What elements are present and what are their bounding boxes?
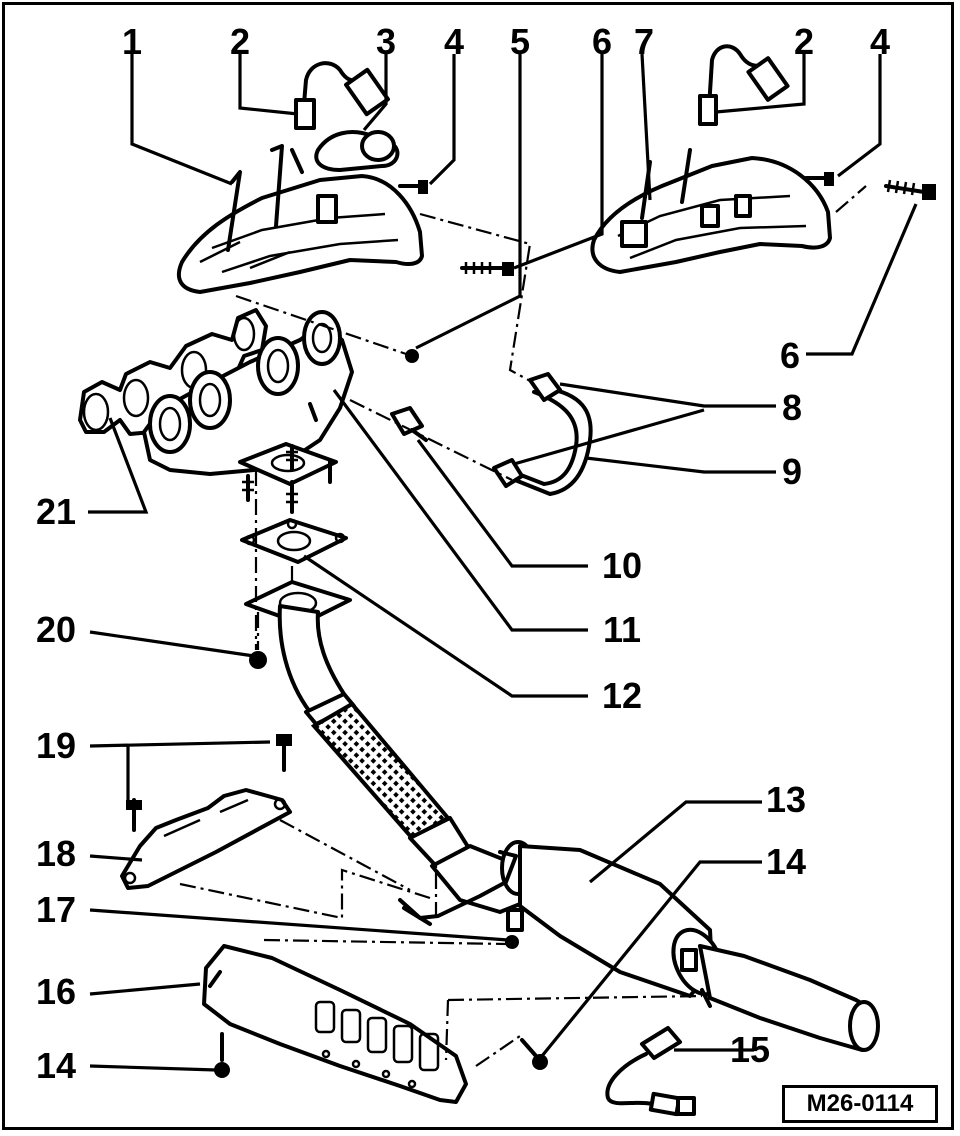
callout-11: 11 <box>603 609 641 650</box>
callout-12: 12 <box>602 675 642 716</box>
callout-13: 13 <box>766 779 806 820</box>
callout-4: 4 <box>444 21 464 62</box>
callout-8: 8 <box>782 387 802 428</box>
catalytic-converter <box>506 844 880 1052</box>
oxygen-sensor-left <box>294 61 400 172</box>
callout-18: 18 <box>36 833 76 874</box>
callout-21: 21 <box>36 491 76 532</box>
heat-shield-left <box>176 144 424 294</box>
assembly-lines <box>179 185 867 1067</box>
callout-2: 2 <box>230 21 250 62</box>
callout-9: 9 <box>782 451 802 492</box>
support-bracket <box>120 734 292 890</box>
flange-gasket <box>240 518 348 564</box>
callout-1: 1 <box>122 21 142 62</box>
callout-14: 14 <box>766 841 806 882</box>
exhaust-manifold <box>142 310 354 514</box>
reference-code-box: M26-0114 <box>782 1085 938 1123</box>
heat-shield-lower <box>202 944 468 1104</box>
callout-5: 5 <box>510 21 530 62</box>
callout-4b: 4 <box>870 21 890 62</box>
callout-17: 17 <box>36 889 76 930</box>
oxygen-sensor-right <box>698 44 790 126</box>
callout-2b: 2 <box>794 21 814 62</box>
front-exhaust-pipe <box>244 580 536 914</box>
callout-16: 16 <box>36 971 76 1012</box>
nut-flange <box>249 651 267 669</box>
callout-6b: 6 <box>780 335 800 376</box>
bolt-cat <box>520 1038 548 1070</box>
bolts-right <box>804 172 936 200</box>
callout-labels: 1 2 3 4 5 6 7 2 4 6 8 9 10 11 12 13 14 1… <box>36 21 890 1086</box>
leader-lines <box>88 53 918 1072</box>
manifold-gasket <box>78 308 268 436</box>
callout-6: 6 <box>592 21 612 62</box>
callout-3: 3 <box>376 21 396 62</box>
callout-15: 15 <box>730 1029 770 1070</box>
callout-7: 7 <box>634 21 654 62</box>
callout-10: 10 <box>602 545 642 586</box>
pipe-bracket <box>398 850 519 949</box>
callout-19: 19 <box>36 725 76 766</box>
bolt-lower <box>214 1032 230 1078</box>
oxygen-sensor-rear <box>605 1026 696 1117</box>
heat-shield-right <box>590 148 832 274</box>
bolt-left <box>398 180 428 194</box>
callout-14b: 14 <box>36 1045 76 1086</box>
connecting-pipe <box>390 372 593 496</box>
bolt-center <box>460 262 514 276</box>
callout-20: 20 <box>36 609 76 650</box>
